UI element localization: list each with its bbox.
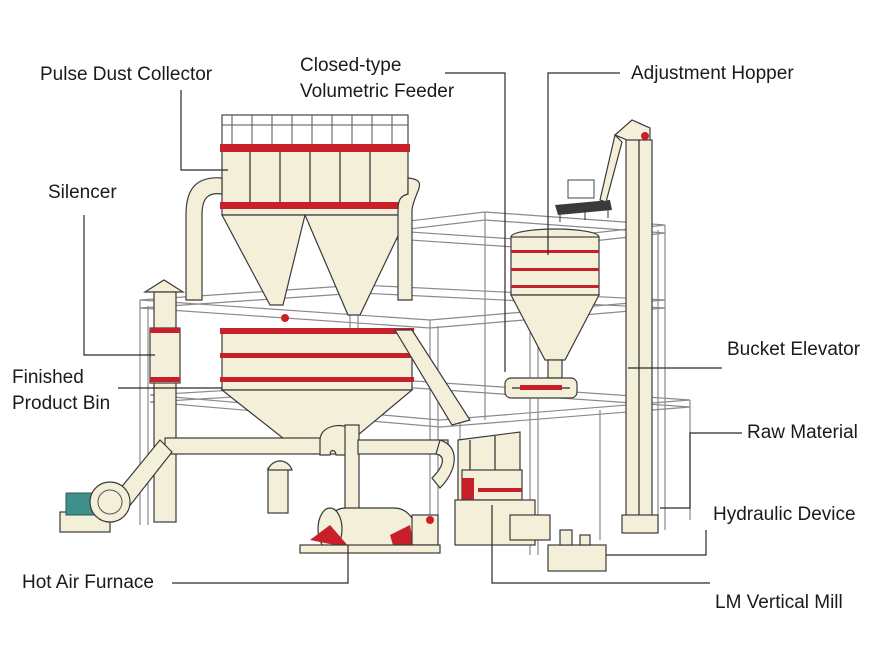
finished-product-bin	[220, 328, 414, 451]
pipelines	[114, 329, 471, 516]
label-finished-bin-line2: Product Bin	[12, 393, 111, 414]
fan-motor	[59, 481, 131, 533]
label-raw-material: Raw Material	[747, 422, 858, 443]
silencer	[142, 279, 186, 523]
adjustment-hopper	[510, 179, 612, 379]
label-bucket-elevator: Bucket Elevator	[727, 339, 861, 360]
label-hydraulic-device: Hydraulic Device	[713, 504, 856, 525]
label-adjustment-hopper: Adjustment Hopper	[631, 63, 794, 84]
leader-lines	[83, 72, 742, 584]
label-finished-bin-line1: Finished	[12, 367, 84, 388]
lm-vertical-mill	[454, 431, 551, 546]
volumetric-feeder	[504, 377, 578, 399]
label-hot-air-furnace: Hot Air Furnace	[22, 572, 154, 593]
label-silencer: Silencer	[48, 182, 117, 203]
pulse-dust-collector	[185, 114, 421, 322]
hot-air-furnace	[299, 507, 441, 554]
label-closed-feeder-line1: Closed-type	[300, 55, 402, 76]
label-pulse-dust-collector: Pulse Dust Collector	[40, 64, 213, 85]
hydraulic-device	[547, 529, 607, 572]
label-closed-feeder-line2: Volumetric Feeder	[300, 81, 455, 102]
label-lm-vertical-mill: LM Vertical Mill	[715, 592, 843, 613]
bucket-elevator	[599, 119, 659, 534]
